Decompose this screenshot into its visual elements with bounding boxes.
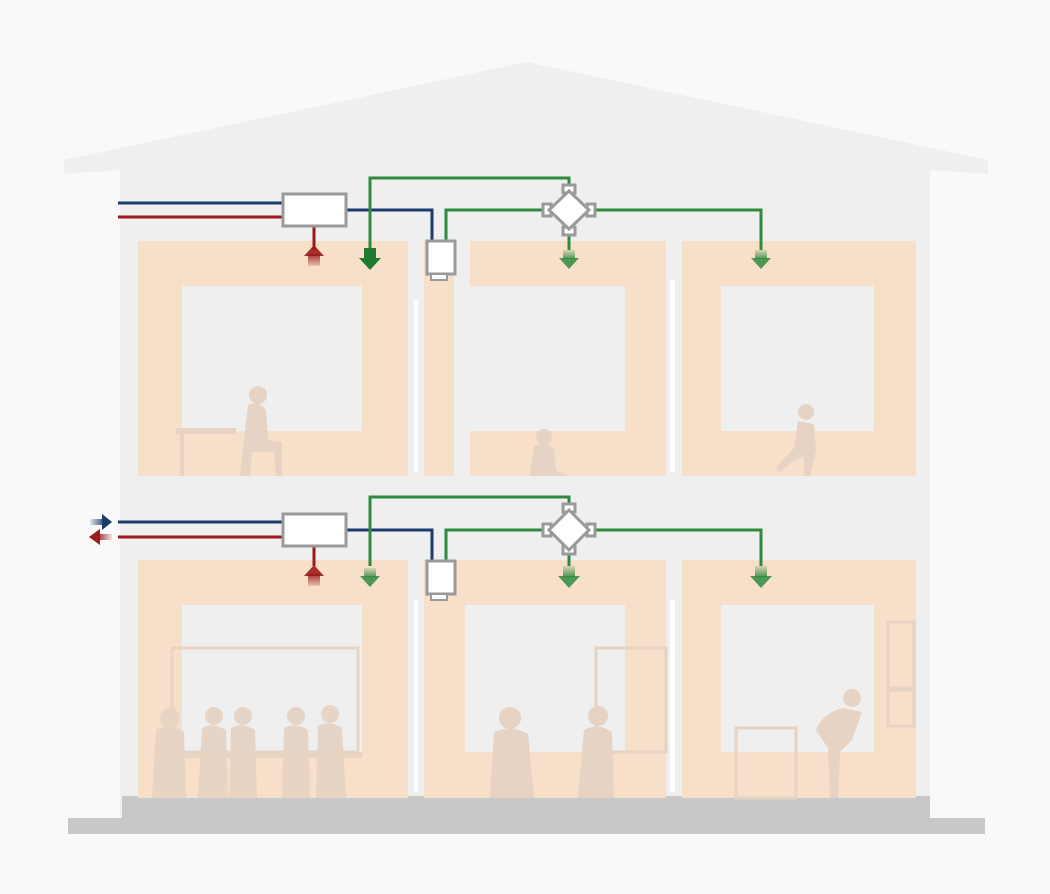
- foundation: [122, 796, 930, 818]
- supply-duct: [444, 528, 548, 560]
- ground-slab: [68, 818, 985, 834]
- supply-duct: [592, 208, 763, 250]
- ducts-lower: [118, 495, 763, 566]
- people-silhouette-pair: [490, 646, 668, 798]
- window-slit: [414, 600, 418, 792]
- extract-valve-lower: [425, 559, 457, 601]
- arrow-up-icon: [304, 245, 324, 266]
- ventilation-unit-lower: [281, 512, 348, 548]
- arrow-down-icon: [750, 566, 772, 588]
- extract-valve-upper: [425, 239, 457, 281]
- supply-duct: [592, 528, 763, 566]
- arrow-right-icon: [90, 514, 112, 530]
- room-upper-right: [682, 241, 916, 476]
- arrow-down-icon: [360, 568, 380, 587]
- ventilation-unit-upper: [281, 192, 348, 228]
- extract-duct: [346, 208, 434, 240]
- person-silhouette: [530, 429, 568, 476]
- upper-floor: [138, 241, 916, 476]
- arrow-down-icon: [359, 248, 381, 270]
- room-upper-left: [138, 241, 408, 476]
- supply-duct: [368, 495, 571, 566]
- arrow-left-icon: [89, 529, 112, 545]
- window-slit: [670, 280, 675, 472]
- room-upper-middle: [470, 241, 666, 476]
- room-lower-right: [682, 560, 916, 798]
- arrow-down-icon: [558, 566, 580, 588]
- window-slit: [414, 300, 418, 472]
- arrow-down-icon: [751, 250, 771, 269]
- supply-duct: [444, 208, 548, 240]
- distribution-box-lower: [541, 502, 597, 556]
- person-silhouette: [776, 404, 816, 476]
- people-silhouette-group: [152, 646, 362, 798]
- extract-duct: [346, 528, 434, 560]
- lower-floor: [138, 560, 916, 800]
- window-slit: [670, 600, 675, 792]
- person-silhouette: [176, 386, 282, 476]
- person-silhouette: [734, 620, 916, 800]
- arrow-up-icon: [304, 565, 324, 586]
- distribution-box-upper: [541, 183, 597, 237]
- ducts-upper: [118, 176, 763, 250]
- arrow-down-icon: [559, 250, 579, 269]
- supply-duct: [368, 176, 571, 250]
